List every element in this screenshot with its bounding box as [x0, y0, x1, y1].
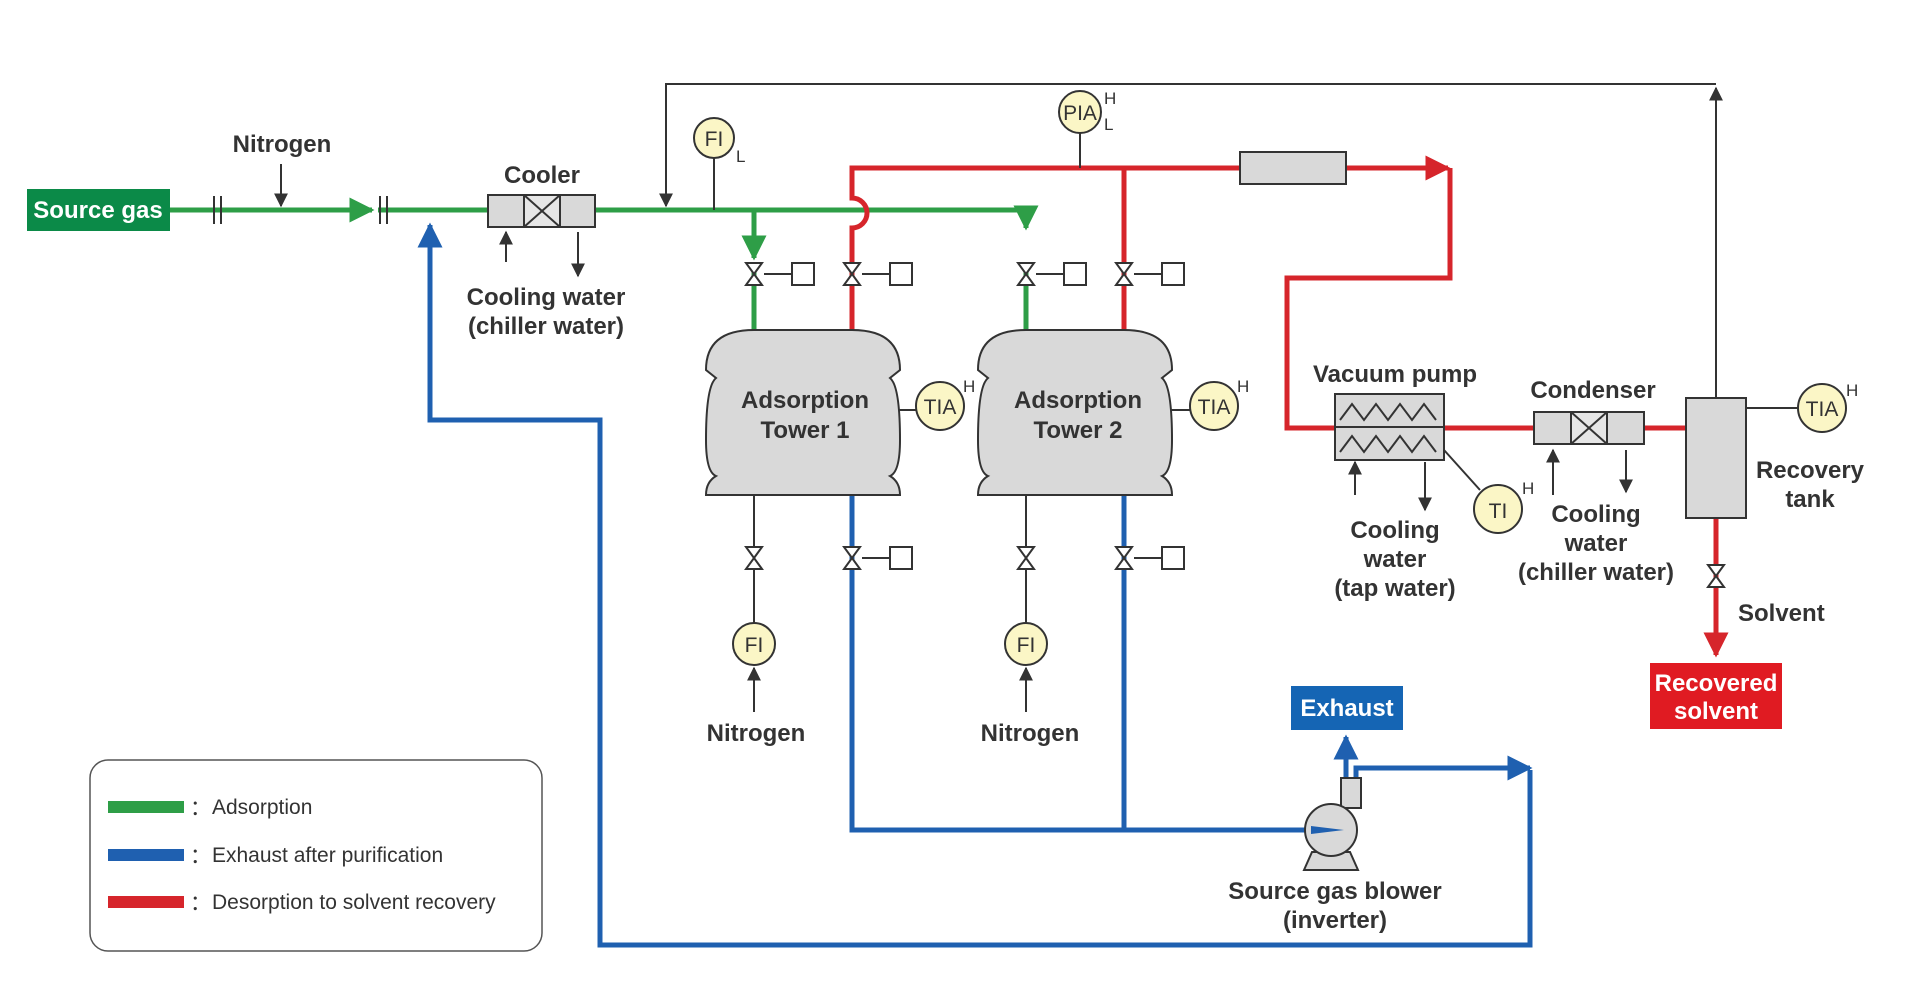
svg-text:：: ：: [190, 845, 211, 868]
valve-t1-exh: [842, 546, 862, 570]
tower2-label-2: Tower 2: [1034, 417, 1123, 444]
svg-text:：: ：: [190, 892, 211, 915]
legend-swatch-desorption: [108, 896, 184, 908]
legend-label-adsorption: Adsorption: [212, 796, 312, 819]
black-lines: [274, 83, 1800, 712]
valve-solvent: [1706, 564, 1726, 588]
cd-cw-label-1: Cooling: [1551, 501, 1640, 528]
vp-cw-label-3: (tap water): [1334, 575, 1455, 602]
return-line: [417, 222, 1533, 948]
pia-label: PIA: [1063, 102, 1097, 125]
nitrogen-top-label: Nitrogen: [233, 131, 332, 158]
svg-text:H: H: [1846, 381, 1858, 400]
fi-t1-label: FI: [745, 634, 764, 657]
desorption-heater: [1239, 151, 1347, 185]
fi-top-bubble: [693, 117, 735, 159]
ti-vp-label: TI: [1489, 500, 1508, 523]
vent-return: [659, 83, 1716, 208]
vp-cw-label-2: water: [1363, 546, 1427, 573]
legend-label-desorption: Desorption to solvent recovery: [212, 891, 496, 914]
chiller-water-label: (chiller water): [468, 313, 624, 340]
legend-box: [89, 759, 543, 952]
legend-label-exhaust: Exhaust after purification: [212, 844, 443, 867]
tower1-label-2: Tower 1: [761, 417, 850, 444]
valve-t1-n2: [744, 546, 764, 570]
cd-cw-label-3: (chiller water): [1518, 559, 1674, 586]
svg-text:：: ：: [190, 797, 211, 820]
source-gas-blower: [1302, 777, 1362, 871]
tia1-bubble: [915, 381, 965, 431]
diagram-labels: Nitrogen Cooler Cooling water (chiller w…: [233, 131, 1865, 934]
svg-text:H: H: [1104, 89, 1116, 108]
flange-marks: [213, 196, 388, 224]
valve-t2-in: [1016, 262, 1036, 286]
vacuum-pump-label: Vacuum pump: [1313, 361, 1477, 388]
legend: ： Adsorption ： Exhaust after purificatio…: [89, 759, 543, 952]
tower1-label-1: Adsorption: [741, 387, 869, 414]
main-line: [595, 205, 1039, 231]
tia2-label: TIA: [1198, 396, 1231, 419]
svg-text:L: L: [1104, 115, 1113, 134]
tia-tank-label: TIA: [1806, 398, 1839, 421]
source-gas-label: Source gas: [33, 197, 162, 224]
legend-swatch-exhaust: [108, 849, 184, 861]
legend-swatch-adsorption: [108, 801, 184, 813]
tower2-label-1: Adsorption: [1014, 387, 1142, 414]
cooler-label: Cooler: [504, 162, 580, 189]
tower1-outlet: [849, 165, 1240, 330]
recovery-tank-label-2: tank: [1785, 486, 1835, 513]
legend-item-desorption: ： Desorption to solvent recovery: [108, 891, 496, 915]
legend-item-exhaust: ： Exhaust after purification: [108, 844, 443, 868]
valve-t1-in: [744, 262, 764, 286]
fi-t2-bubble: [1004, 622, 1048, 666]
adsorption-tower-1: [704, 329, 902, 496]
exhaust-label: Exhaust: [1300, 695, 1393, 722]
tia-tank-bubble: [1797, 383, 1847, 433]
svg-text:L: L: [736, 147, 745, 166]
valve-t2-out: [1114, 262, 1134, 286]
fi-top-label: FI: [705, 128, 724, 151]
recovered-label-2: solvent: [1674, 698, 1758, 725]
recovered-solvent-box: [1650, 663, 1782, 729]
blower-label-1: Source gas blower: [1228, 878, 1441, 905]
solvent-label: Solvent: [1738, 600, 1825, 627]
riser: [1284, 168, 1453, 431]
valves: [744, 262, 1726, 588]
tia2-bubble: [1189, 381, 1239, 431]
svg-text:H: H: [963, 377, 975, 396]
valve-t1-out: [842, 262, 862, 286]
cooler: [487, 194, 596, 228]
adsorption-tower-2: [976, 329, 1174, 496]
tower1-exhaust-line: [849, 495, 1318, 833]
blower-side-line: [1353, 755, 1533, 788]
nitrogen-t2-label: Nitrogen: [981, 720, 1080, 747]
pia-bubble: [1058, 90, 1102, 134]
blower-label-2: (inverter): [1283, 907, 1387, 934]
svg-text:H: H: [1522, 479, 1534, 498]
recovery-tank-label-1: Recovery: [1756, 457, 1865, 484]
condenser-label: Condenser: [1530, 377, 1655, 404]
instrument-bubbles: [693, 90, 1847, 666]
exhaust-box: [1291, 686, 1403, 730]
tia1-label: TIA: [924, 396, 957, 419]
ti-vp-bubble: [1473, 484, 1523, 534]
valve-t2-exh: [1114, 546, 1134, 570]
vacuum-pump: [1334, 393, 1445, 461]
cd-cw-label-2: water: [1564, 530, 1628, 557]
source-gas-box: [27, 189, 170, 231]
nitrogen-t1-label: Nitrogen: [707, 720, 806, 747]
recovery-tank: [1685, 397, 1747, 519]
instrument-labels: FI L PIA H L TIA H TIA H FI FI TI H TIA …: [705, 89, 1859, 657]
vp-cw-label-1: Cooling: [1350, 517, 1439, 544]
valve-actuators: [791, 262, 1185, 570]
legend-item-adsorption: ： Adsorption: [108, 796, 312, 820]
fi-t2-label: FI: [1017, 634, 1036, 657]
fi-t1-bubble: [732, 622, 776, 666]
svg-text:H: H: [1237, 377, 1249, 396]
valve-t2-n2: [1016, 546, 1036, 570]
recovered-label-1: Recovered: [1655, 670, 1778, 697]
cooling-water-label: Cooling water: [467, 284, 626, 311]
condenser: [1533, 411, 1645, 445]
